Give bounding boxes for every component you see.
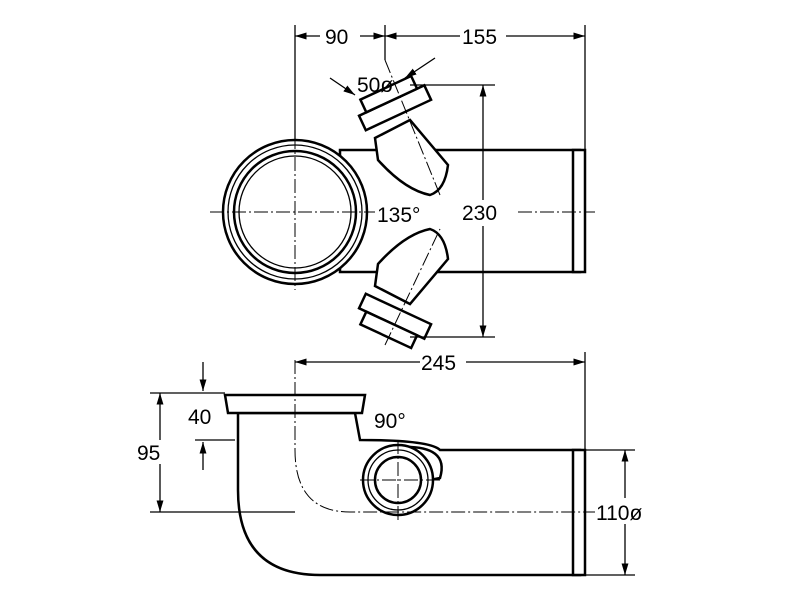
dim-90-label: 90 [325, 26, 348, 49]
dim-245-label: 245 [421, 352, 456, 375]
dim-155-label: 155 [462, 26, 497, 49]
branch-upper [357, 74, 450, 197]
dim-110-diameter-label: 110ø [596, 502, 642, 525]
pipe-end [571, 148, 587, 274]
branch-lower [357, 227, 450, 350]
angle-90-label: 90° [374, 410, 406, 433]
dim-230-label: 230 [462, 202, 497, 225]
dim-50-diameter-label: 50ø [357, 74, 393, 97]
angle-135-label: 135° [377, 204, 420, 227]
side-view: 245 95 40 90° 110ø [137, 350, 642, 577]
top-view: 90 155 50ø 135° 230 [210, 24, 595, 350]
dim-40-label: 40 [188, 406, 211, 429]
dim-95-label: 95 [137, 442, 160, 465]
